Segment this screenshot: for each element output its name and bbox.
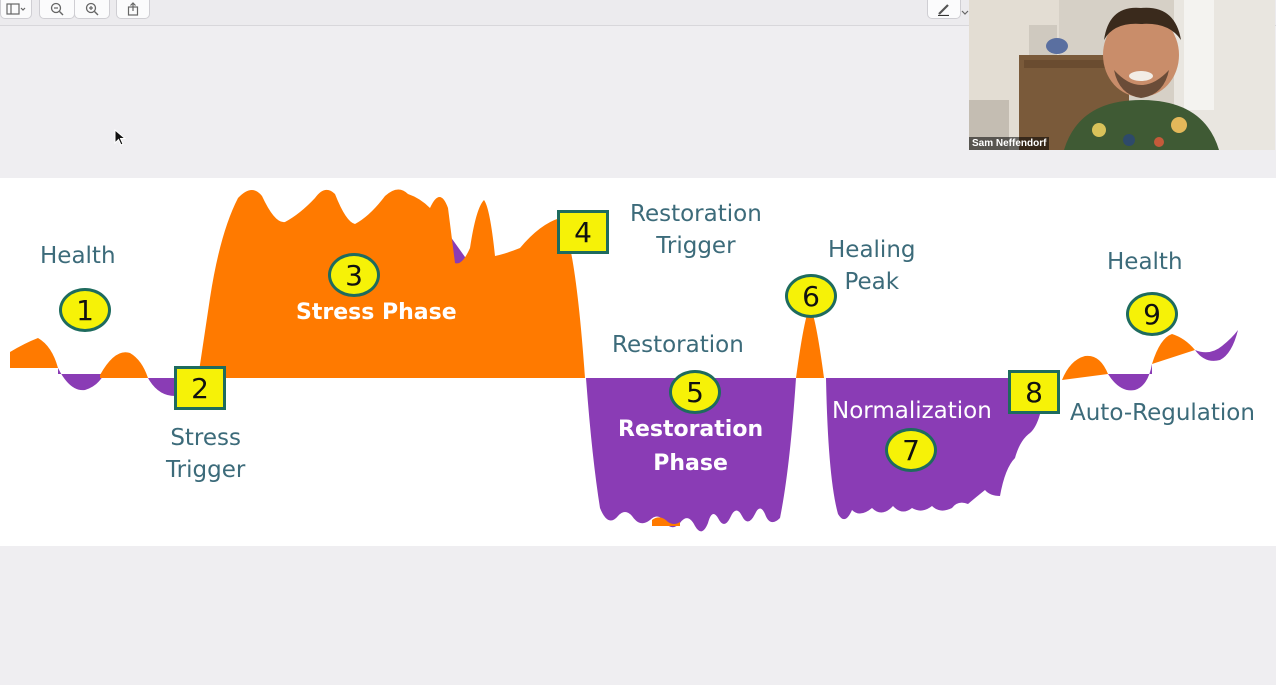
health-right-wave-orange-2 [1152,334,1195,364]
marker-5: 5 [669,370,721,414]
share-icon [127,2,139,16]
label-auto-regulation: Auto-Regulation [1070,400,1255,426]
health-left-wave-purple [58,368,104,391]
label-normalization: Normalization [832,398,992,424]
label-stress-trigger: Stress Trigger [166,425,246,483]
mouse-cursor-icon [114,129,126,146]
stress-phase-shape [198,189,585,378]
sidebar-toggle-button[interactable] [0,0,32,19]
health-right-wave-orange [1062,355,1108,380]
label-healing-peak: Healing Peak [828,237,916,295]
participant-name: Sam Neffendorf [969,137,1050,150]
chevron-down-icon [961,10,969,15]
label-restoration-phase: Restoration Phase [618,417,764,476]
label-restoration: Restoration [612,332,744,358]
label-health-right: Health [1107,249,1183,275]
marker-2: 2 [174,366,226,410]
restoration-phase-shape [586,378,796,532]
marker-1: 1 [59,288,111,332]
zoom-out-button[interactable] [39,0,75,19]
marker-8: 8 [1008,370,1060,414]
markup-dropdown[interactable] [961,2,969,21]
zoom-out-icon [50,2,64,16]
video-tile[interactable]: Sam Neffendorf [969,0,1275,150]
healing-peak-shape [796,306,824,378]
health-left-wave-purple-2 [148,378,175,396]
sidebar-icon [6,3,26,15]
marker-7: 7 [885,428,937,472]
marker-6: 6 [785,274,837,318]
participant-video [969,0,1275,150]
restoration-orange-flicker [652,517,680,526]
markup-pen-icon [938,4,949,16]
share-button[interactable] [116,0,150,19]
zoom-in-button[interactable] [74,0,110,19]
health-left-wave-orange-2 [100,352,148,378]
label-restoration-trigger: Restoration Trigger [630,201,762,259]
markup-button[interactable] [927,0,961,19]
marker-9: 9 [1126,292,1178,336]
health-right-wave-purple [1108,364,1152,391]
marker-4: 4 [557,210,609,254]
label-health-left: Health [40,243,116,269]
presentation-slide: Health Stress Trigger Stress Phase Resto… [0,178,1276,546]
health-right-wave-purple-2 [1195,330,1238,361]
zoom-in-icon [85,2,99,16]
label-stress-phase: Stress Phase [296,300,457,325]
marker-3: 3 [328,253,380,297]
health-left-wave-orange [10,338,58,368]
